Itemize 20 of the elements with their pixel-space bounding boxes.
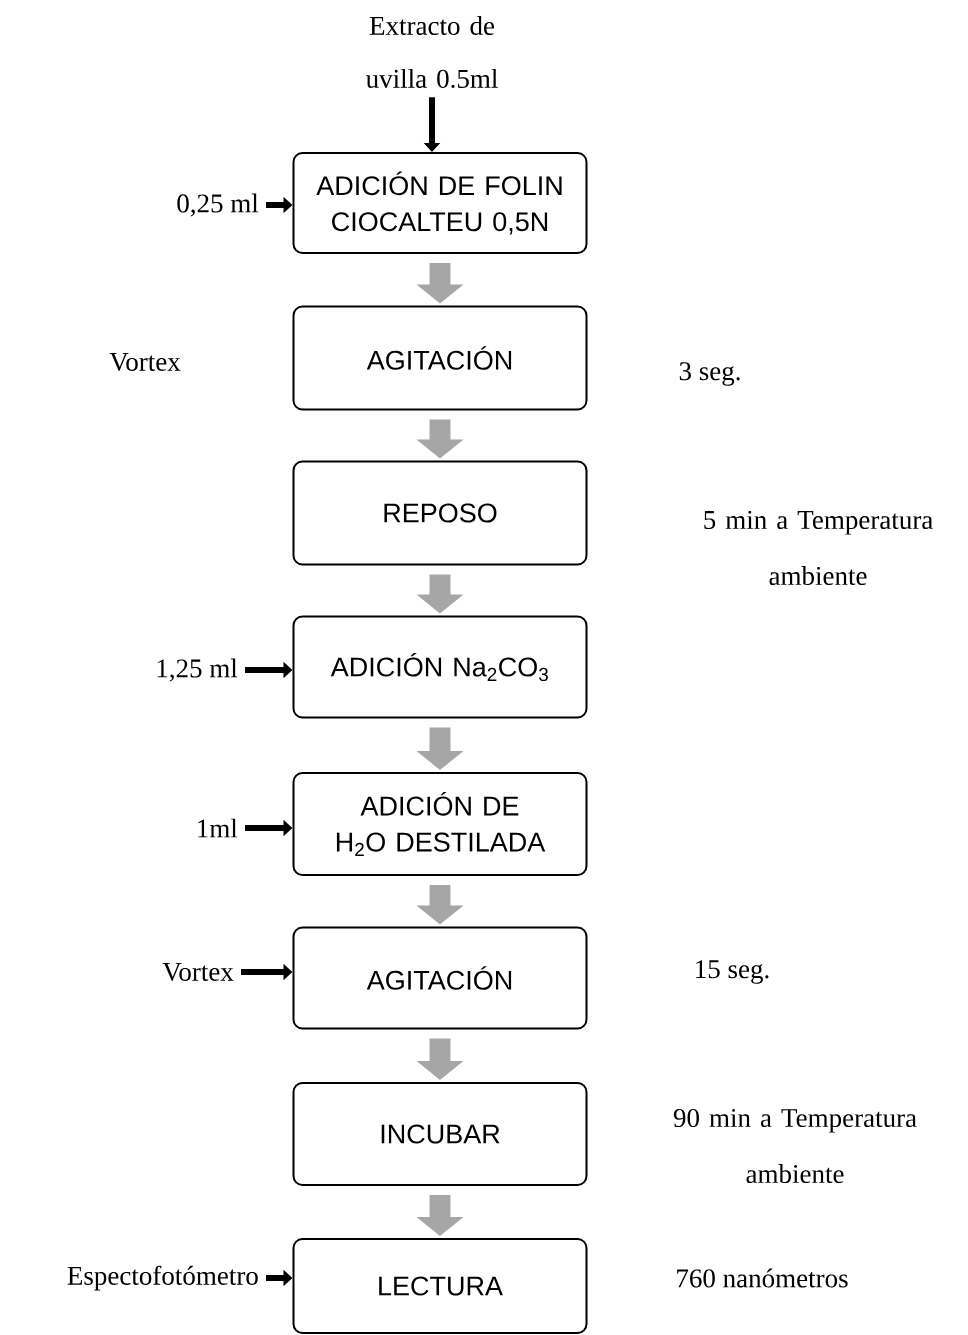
input-label: 1ml — [198, 818, 238, 838]
step-note: 15 seg. — [696, 960, 769, 984]
step-note: Vortex — [109, 352, 181, 372]
input-label: 0,25 ml — [177, 193, 259, 217]
process-box: LECTURA — [292, 1238, 588, 1334]
process-box: INCUBAR — [292, 1082, 588, 1186]
input-label: Espectofotómetro — [67, 1265, 258, 1291]
step-note: 90 min a Temperatura ambiente — [673, 1108, 917, 1184]
process-box: ADICIÓN Na$_{2}$CO$_{3}$ — [292, 615, 588, 719]
input-label: Vortex — [162, 962, 234, 982]
input-label: 1,25 ml — [157, 658, 238, 682]
input-label: Extracto de uvilla 0.5ml — [366, 15, 498, 89]
process-box: ADICIÓN DE H$_{2}$O DESTILADA — [292, 772, 588, 876]
step-note: 3 seg. — [679, 362, 740, 386]
step-note: 5 min a Temperatura ambiente — [704, 510, 933, 586]
step-note: 760 nanómetros — [677, 1268, 848, 1288]
process-box: AGITACIÓN — [292, 926, 588, 1030]
process-box: ADICIÓN DE FOLIN CIOCALTEU 0,5N — [292, 152, 588, 254]
process-box: REPOSO — [292, 460, 588, 566]
process-box: AGITACIÓN — [292, 305, 588, 411]
